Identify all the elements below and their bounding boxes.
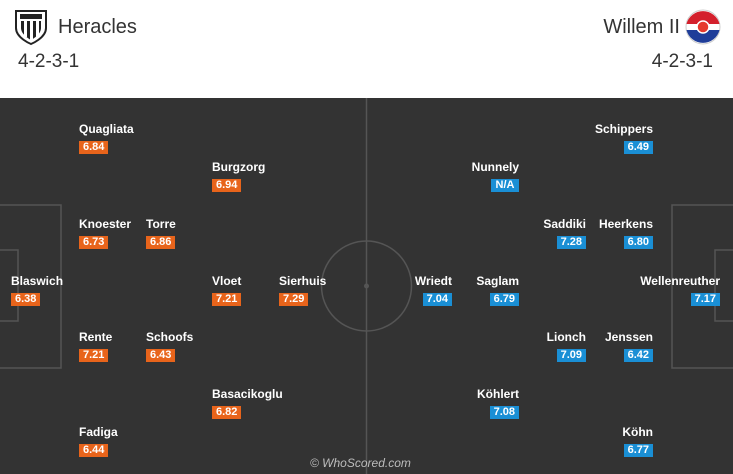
- player-rating: 7.17: [690, 293, 720, 306]
- player-vloet[interactable]: Vloet 7.21: [212, 274, 242, 306]
- player-name: Knoester: [79, 217, 132, 231]
- player-name: Köhlert: [477, 387, 519, 401]
- player-name: Sierhuis: [279, 274, 327, 288]
- player-jenssen[interactable]: Jenssen 6.42: [605, 330, 653, 362]
- player-name: Heerkens: [598, 217, 653, 231]
- player-name: Schippers: [594, 122, 653, 136]
- player-name: Wriedt: [414, 274, 452, 288]
- player-rating: N/A: [491, 179, 519, 192]
- home-team-name[interactable]: Heracles: [58, 16, 137, 38]
- player-wriedt[interactable]: Wriedt 7.04: [415, 274, 452, 306]
- player-saddiki[interactable]: Saddiki 7.28: [543, 217, 586, 249]
- player-heerkens[interactable]: Heerkens 6.80: [599, 217, 653, 249]
- player-saglam[interactable]: Saglam 6.79: [476, 274, 519, 306]
- willem-ii-crest-icon: [685, 9, 721, 45]
- player-torre[interactable]: Torre 6.86: [146, 217, 176, 249]
- away-formation: 4-2-3-1: [651, 51, 713, 72]
- player-lionch[interactable]: Lionch 7.09: [547, 330, 586, 362]
- player-name: Quagliata: [79, 122, 134, 136]
- match-header: Heracles 4-2-3-1 Willem II 4-2-3-1: [0, 0, 733, 95]
- player-name: Jenssen: [604, 330, 653, 344]
- player-name: Fadiga: [79, 425, 118, 439]
- player-rating: 6.38: [11, 293, 41, 306]
- player-burgzorg[interactable]: Burgzorg 6.94: [212, 160, 265, 192]
- player-rating: 6.94: [212, 179, 242, 192]
- player-schippers[interactable]: Schippers 6.49: [595, 122, 653, 154]
- player-name: Blaswich: [11, 274, 64, 288]
- player-name: Basacikoglu: [212, 387, 283, 401]
- player-name: Rente: [79, 330, 113, 344]
- player-rente[interactable]: Rente 7.21: [79, 330, 112, 362]
- player-rating: 7.28: [556, 236, 586, 249]
- player-nunnely[interactable]: Nunnely N/A: [472, 160, 519, 192]
- player-rating: 6.82: [212, 406, 242, 419]
- player-quagliata[interactable]: Quagliata 6.84: [79, 122, 134, 154]
- player-name: Wellenreuther: [640, 274, 720, 288]
- player-rating: 6.44: [79, 444, 109, 457]
- player-rating: 7.08: [489, 406, 519, 419]
- player-name: Lionch: [546, 330, 586, 344]
- player-name: Nunnely: [471, 160, 519, 174]
- player-name: Köhn: [622, 425, 653, 439]
- player-fadiga[interactable]: Fadiga 6.44: [79, 425, 118, 457]
- player-name: Schoofs: [146, 330, 194, 344]
- player-blaswich[interactable]: Blaswich 6.38: [11, 274, 63, 306]
- home-formation: 4-2-3-1: [18, 51, 80, 72]
- player-rating: 7.29: [279, 293, 309, 306]
- player-rating: 6.80: [623, 236, 653, 249]
- player-name: Torre: [146, 217, 176, 231]
- player-name: Saddiki: [543, 217, 586, 231]
- player-schoofs[interactable]: Schoofs 6.43: [146, 330, 193, 362]
- player-wellenreuther[interactable]: Wellenreuther 7.17: [640, 274, 720, 306]
- player-rating: 6.86: [146, 236, 176, 249]
- player-rating: 6.49: [623, 141, 653, 154]
- player-rating: 7.21: [212, 293, 242, 306]
- player-rating: 6.42: [623, 349, 653, 362]
- player-rating: 6.73: [79, 236, 109, 249]
- player-name: Vloet: [212, 274, 242, 288]
- player-rating: 7.09: [556, 349, 586, 362]
- player-rating: 7.21: [79, 349, 109, 362]
- player-name: Burgzorg: [212, 160, 266, 174]
- player-basacikoglu[interactable]: Basacikoglu 6.82: [212, 387, 283, 419]
- player-rating: 6.84: [79, 141, 109, 154]
- player-rating: 6.79: [489, 293, 519, 306]
- away-team-name[interactable]: Willem II: [603, 16, 680, 38]
- player-kohn[interactable]: Köhn 6.77: [622, 425, 653, 457]
- player-name: Saglam: [476, 274, 519, 288]
- pitch-markings: [0, 98, 733, 474]
- watermark: © WhoScored.com: [310, 456, 411, 470]
- player-rating: 6.77: [623, 444, 653, 457]
- heracles-crest-icon: [15, 10, 47, 46]
- pitch: Quagliata 6.84 Burgzorg 6.94 Knoester 6.…: [0, 98, 733, 474]
- player-rating: 6.43: [146, 349, 176, 362]
- player-rating: 7.04: [422, 293, 452, 306]
- player-kohlert[interactable]: Köhlert 7.08: [477, 387, 519, 419]
- player-sierhuis[interactable]: Sierhuis 7.29: [279, 274, 326, 306]
- player-knoester[interactable]: Knoester 6.73: [79, 217, 131, 249]
